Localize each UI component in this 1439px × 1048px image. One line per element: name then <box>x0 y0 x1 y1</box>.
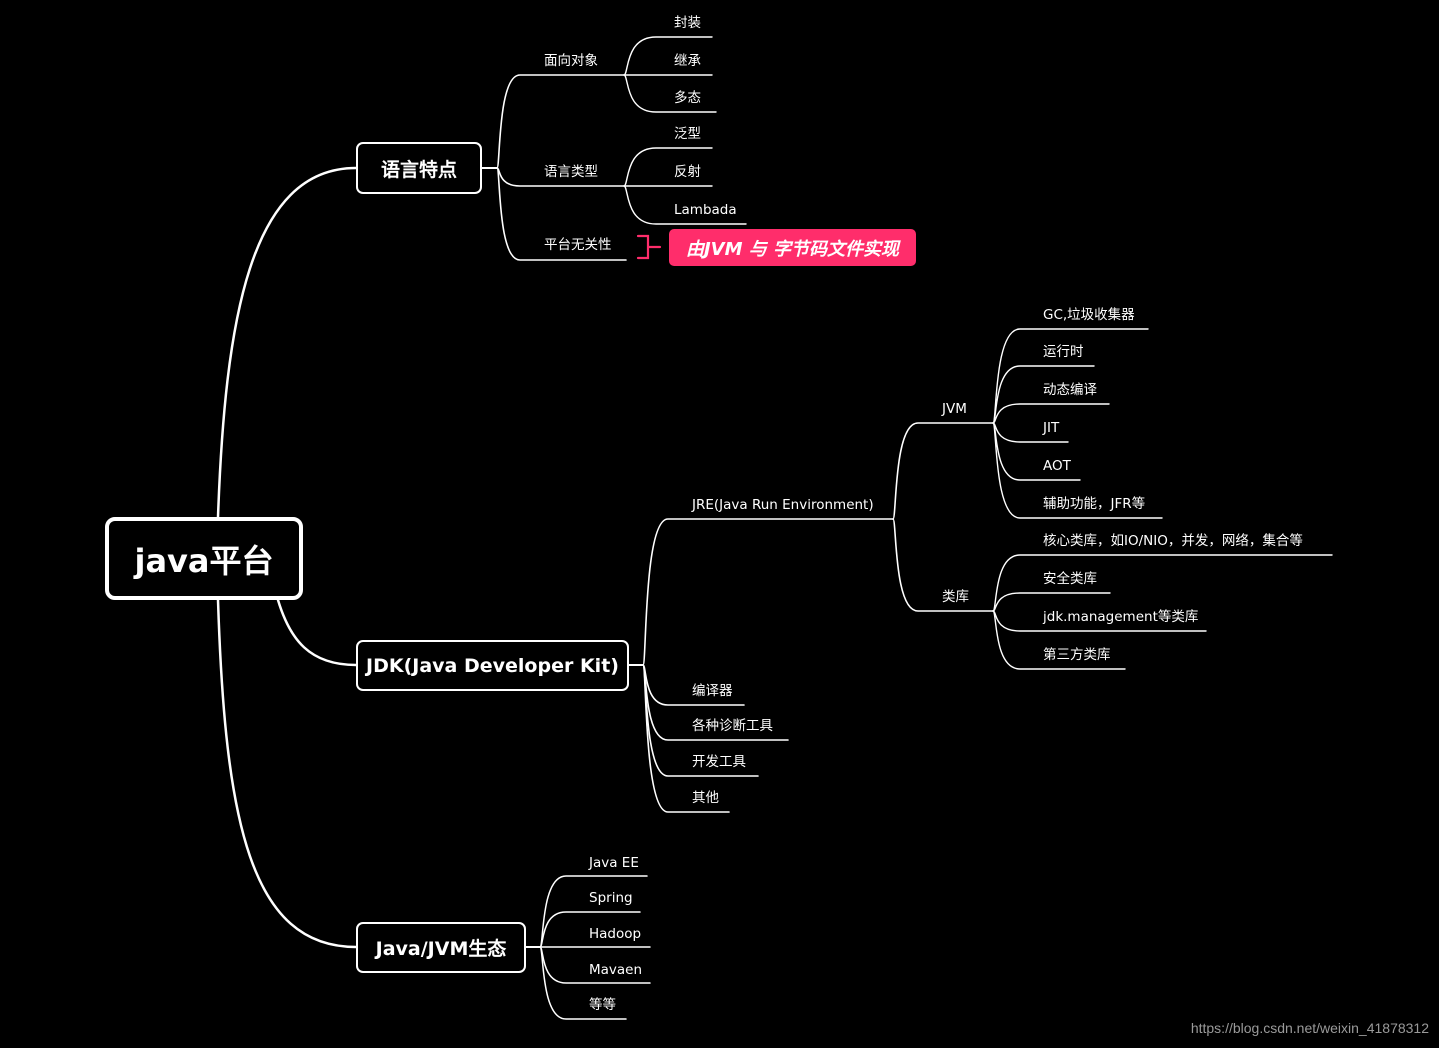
connector-libs-item <box>992 554 1333 612</box>
node-libs-item[interactable]: 安全类库 <box>1043 571 1097 587</box>
callout-label: 由JVM 与 字节码文件实现 <box>685 238 900 260</box>
connector-tool <box>642 664 730 813</box>
connector-root-jdk <box>276 598 358 667</box>
connector-ecosystem-item <box>539 911 641 948</box>
node-oop-item[interactable]: 多态 <box>674 90 701 106</box>
node-libs-item[interactable]: jdk.management等类库 <box>1043 609 1199 625</box>
node-types-item[interactable]: 反射 <box>674 164 701 180</box>
connector-root-ecosystem <box>216 598 358 949</box>
branch-ecosystem-label: Java/JVM生态 <box>375 938 507 960</box>
root-node[interactable]: java平台 <box>105 517 303 600</box>
node-tool[interactable]: 开发工具 <box>692 754 746 770</box>
connector-oop <box>496 74 625 169</box>
connector-types-item <box>623 185 747 225</box>
node-types-item[interactable]: 泛型 <box>674 126 701 142</box>
connector-callout-bracket <box>636 234 662 260</box>
node-tool[interactable]: 其他 <box>692 790 719 806</box>
connector-libs <box>892 518 994 612</box>
node-jre[interactable]: JRE(Java Run Environment) <box>692 497 874 513</box>
node-jvm-item[interactable]: AOT <box>1043 458 1071 474</box>
connector-root-features <box>216 166 358 519</box>
branch-ecosystem[interactable]: Java/JVM生态 <box>356 922 526 973</box>
node-tool[interactable]: 各种诊断工具 <box>692 718 773 734</box>
connector-jvm-item <box>992 403 1110 424</box>
node-libs-item[interactable]: 第三方类库 <box>1043 647 1111 663</box>
node-jvm-item[interactable]: 运行时 <box>1043 344 1084 360</box>
node-oop-item[interactable]: 继承 <box>674 53 701 69</box>
connector-ecosystem-item <box>539 946 627 1020</box>
connector-types-item <box>623 147 713 187</box>
node-jvm-item[interactable]: GC,垃圾收集器 <box>1043 307 1135 323</box>
node-ecosystem-item[interactable]: Spring <box>589 890 633 906</box>
node-types-item[interactable]: Lambada <box>674 202 737 218</box>
node-language-types[interactable]: 语言类型 <box>544 164 598 180</box>
connector-jvm <box>892 422 994 520</box>
node-ecosystem-item[interactable]: Mavaen <box>589 962 643 978</box>
connector-platform <box>496 167 627 261</box>
connector-oop-item <box>623 36 713 76</box>
branch-jdk[interactable]: JDK(Java Developer Kit) <box>356 640 629 691</box>
node-jvm-item[interactable]: 动态编译 <box>1043 382 1097 398</box>
node-ecosystem-item[interactable]: Java EE <box>589 855 639 871</box>
root-label: java平台 <box>134 541 274 580</box>
connector-jre <box>642 518 894 666</box>
node-oop-item[interactable]: 封装 <box>674 15 701 31</box>
node-tool[interactable]: 编译器 <box>692 683 733 699</box>
node-libs-item[interactable]: 核心类库，如IO/NIO，并发，网络，集合等 <box>1043 533 1303 549</box>
branch-jdk-label: JDK(Java Developer Kit) <box>366 654 619 677</box>
connector-jvm-item <box>992 365 1095 424</box>
node-ecosystem-item[interactable]: 等等 <box>589 997 616 1013</box>
node-oop[interactable]: 面向对象 <box>544 53 598 69</box>
connector-jvm-item <box>992 422 1163 519</box>
node-ecosystem-item[interactable]: Hadoop <box>589 926 642 942</box>
node-jvm-item[interactable]: JIT <box>1043 420 1060 436</box>
node-platform-independence[interactable]: 平台无关性 <box>544 237 612 253</box>
connector-libs-item <box>992 610 1126 670</box>
watermark: https://blog.csdn.net/weixin_41878312 <box>1190 1020 1429 1036</box>
connector-oop-item <box>623 74 717 113</box>
node-jvm[interactable]: JVM <box>942 401 967 417</box>
connector-libs-item <box>992 592 1111 612</box>
callout-jvm-bytecode[interactable]: 由JVM 与 字节码文件实现 <box>669 229 916 266</box>
node-class-libraries[interactable]: 类库 <box>942 589 969 605</box>
branch-language-features-label: 语言特点 <box>380 158 457 181</box>
branch-language-features[interactable]: 语言特点 <box>356 142 482 194</box>
node-jvm-item[interactable]: 辅助功能，JFR等 <box>1043 496 1146 512</box>
